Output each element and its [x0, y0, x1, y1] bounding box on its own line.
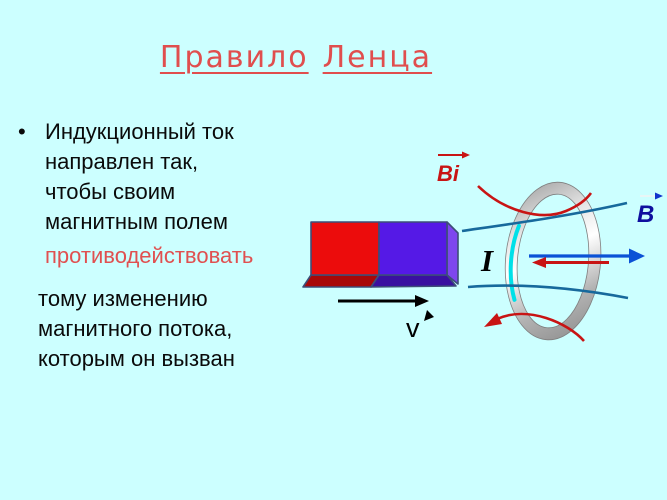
- text-line: тому изменению: [38, 286, 208, 311]
- field-line-upper: [461, 201, 628, 233]
- field-line-lower: [467, 284, 629, 300]
- velocity-label: v: [406, 313, 420, 343]
- magnet-south-bottom-face: [370, 274, 457, 288]
- text-line: направлен так,: [45, 149, 199, 174]
- induced-field-vector-arrow: [438, 151, 470, 159]
- ring-current-highlight: [508, 223, 521, 302]
- text-line: магнитного потока,: [38, 316, 233, 341]
- title-word-pravilo: Правило: [159, 40, 309, 75]
- current-label: I: [480, 243, 494, 278]
- induced-field-arc-bottom: [484, 312, 585, 342]
- velocity-arrow: [338, 295, 429, 307]
- external-field-label: B: [637, 201, 654, 228]
- diagram-svg: v: [302, 151, 663, 343]
- magnet-north-pole: [310, 221, 380, 276]
- paragraph-2: тому изменению магнитного потока, которы…: [38, 284, 318, 374]
- bar-magnet: [302, 221, 459, 288]
- external-field-arrow: [529, 248, 645, 264]
- magnet-north-bottom-face: [302, 274, 380, 288]
- lenz-law-diagram: v: [300, 140, 667, 388]
- text-line: Индукционный ток: [45, 119, 234, 144]
- magnet-south-pole: [378, 221, 448, 276]
- velocity-vector-mark: [424, 310, 434, 321]
- magnet-side-face: [446, 221, 459, 285]
- paragraph-1: Индукционный ток направлен так, чтобы св…: [45, 117, 234, 237]
- text-line: которым он вызван: [38, 346, 235, 371]
- text-line: чтобы своим: [45, 179, 176, 204]
- induced-field-arc-top: [477, 185, 593, 217]
- page-title: Правило Ленца: [0, 40, 592, 75]
- induced-field-arrow: [532, 257, 609, 268]
- title-word-lenca: Ленца: [322, 40, 433, 75]
- bullet-marker: •: [18, 119, 26, 144]
- highlighted-word: противодействовать: [45, 243, 254, 268]
- induced-field-label: Bi: [437, 161, 460, 186]
- conducting-ring: [504, 181, 602, 341]
- body-text-block: • Индукционный ток направлен так, чтобы …: [18, 117, 318, 374]
- external-field-vector-arrow: [640, 192, 663, 200]
- text-line: магнитным полем: [45, 209, 228, 234]
